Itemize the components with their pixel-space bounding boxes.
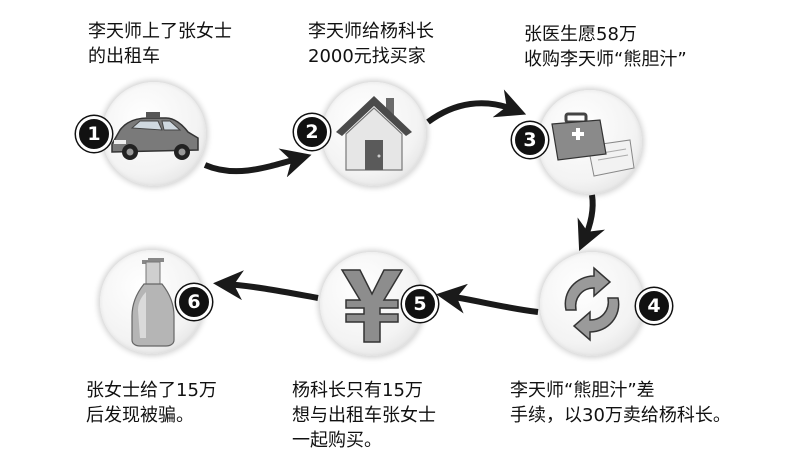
first-aid-kit-icon bbox=[551, 112, 635, 177]
arrow-5-to-6 bbox=[213, 270, 319, 301]
arrow-4-to-5 bbox=[436, 283, 539, 315]
step-1-circle bbox=[102, 82, 206, 186]
step-3-caption: 张医生愿58万 收购李天师“熊胆汁” bbox=[524, 22, 687, 72]
arrow-3-to-4 bbox=[577, 194, 606, 251]
step-5-caption-line-2: 想与出租车张女士 bbox=[292, 405, 436, 426]
step-6-caption-line-2: 后发现被骗。 bbox=[86, 405, 194, 426]
step-3-badge: 3 bbox=[512, 122, 548, 158]
step-6-caption: 张女士给了15万 后发现被骗。 bbox=[86, 378, 217, 428]
step-1-badge: 1 bbox=[76, 116, 112, 152]
step-5-caption-line-1: 杨科长只有15万 bbox=[292, 380, 423, 401]
step-1-caption-line-1: 李天师上了张女士 bbox=[88, 21, 232, 42]
yuan-icon bbox=[340, 269, 404, 343]
taxi-icon bbox=[111, 112, 199, 160]
recycle-arrows-icon bbox=[564, 266, 620, 342]
step-4-caption: 李天师“熊胆汁”差 手续，以30万卖给杨科长。 bbox=[510, 378, 731, 428]
bottle-icon bbox=[131, 258, 175, 347]
step-6-caption-line-1: 张女士给了15万 bbox=[86, 380, 217, 401]
step-6-circle bbox=[100, 250, 204, 354]
step-2-badge: 2 bbox=[294, 114, 330, 150]
step-2-circle bbox=[322, 82, 426, 186]
arrow-2-to-3 bbox=[426, 89, 527, 125]
step-2-caption-line-2: 2000元找买家 bbox=[308, 46, 426, 67]
step-5-caption-line-3: 一起购买。 bbox=[292, 430, 382, 451]
house-icon bbox=[336, 96, 412, 171]
step-3-caption-line-2: 收购李天师“熊胆汁” bbox=[524, 49, 687, 70]
step-3-caption-line-1: 张医生愿58万 bbox=[524, 24, 637, 45]
step-4-caption-line-1: 李天师“熊胆汁”差 bbox=[510, 380, 655, 401]
step-4-caption-line-2: 手续，以30万卖给杨科长。 bbox=[510, 405, 731, 426]
step-4-badge: 4 bbox=[636, 288, 672, 324]
arrow-1-to-2 bbox=[203, 148, 312, 178]
step-2-caption-line-1: 李天师给杨科长 bbox=[308, 21, 434, 42]
step-3-circle bbox=[538, 90, 642, 194]
step-1-caption: 李天师上了张女士 的出租车 bbox=[88, 19, 232, 69]
step-2-caption: 李天师给杨科长 2000元找买家 bbox=[308, 19, 434, 69]
step-5-badge: 5 bbox=[402, 286, 438, 322]
step-5-caption: 杨科长只有15万 想与出租车张女士 一起购买。 bbox=[292, 378, 436, 453]
step-6-badge: 6 bbox=[176, 284, 212, 320]
step-4-circle bbox=[540, 252, 644, 356]
step-1-caption-line-2: 的出租车 bbox=[88, 46, 160, 67]
